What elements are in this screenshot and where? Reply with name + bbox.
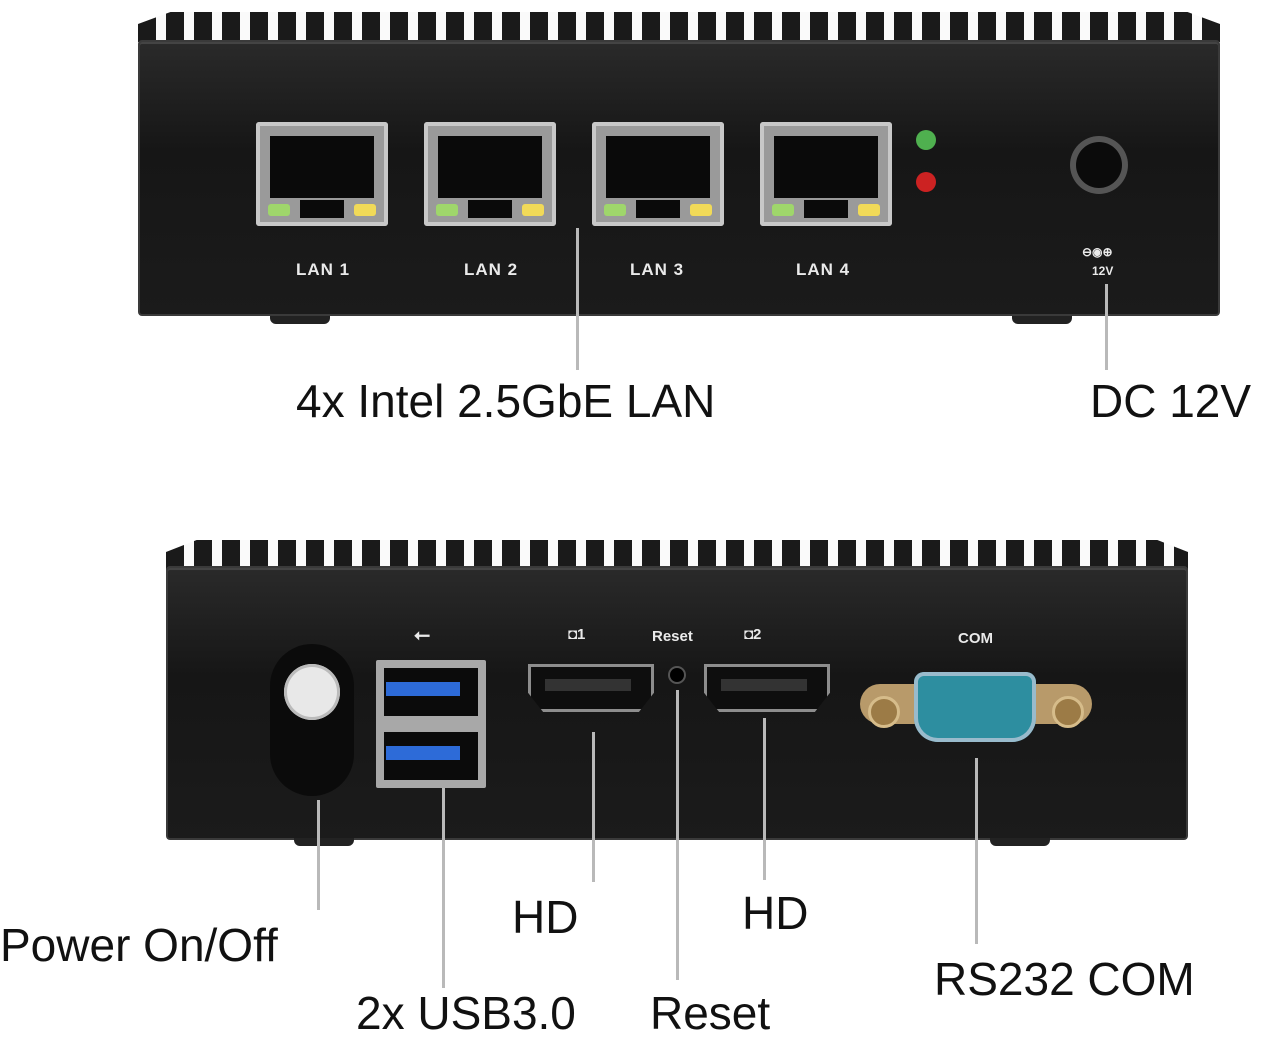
screw <box>1052 696 1084 728</box>
lan-3-label: LAN 3 <box>630 260 685 279</box>
dc-callout-line <box>1105 284 1108 370</box>
lan-2-label: LAN 2 <box>464 260 519 279</box>
reset-callout-line <box>676 690 679 980</box>
lan-callout-line <box>576 228 579 370</box>
foot <box>270 316 330 324</box>
dc-jack <box>1070 136 1128 194</box>
hdmi-port-2 <box>704 664 830 712</box>
usb-port-stack <box>376 660 486 788</box>
heatsink-fins <box>138 12 1220 42</box>
power-callout-line <box>317 800 320 910</box>
heatsink-fins <box>166 540 1188 570</box>
hd-2-callout: HD <box>742 887 809 939</box>
lan-port-1 <box>256 122 388 226</box>
lan-callout: 4x Intel 2.5GbE LAN <box>296 375 716 427</box>
lan-port-3 <box>592 122 724 226</box>
reset-label: Reset <box>652 628 693 645</box>
foot <box>294 838 354 846</box>
com-label: COM <box>958 630 993 647</box>
com-callout-line <box>975 758 978 944</box>
hd-2-callout-line <box>763 718 766 880</box>
dc-callout: DC 12V <box>1090 375 1252 427</box>
reset-pinhole[interactable] <box>670 668 684 682</box>
lan-4-label: LAN 4 <box>796 260 851 279</box>
power-button[interactable] <box>284 664 340 720</box>
foot <box>1012 316 1072 324</box>
reset-callout: Reset <box>650 987 771 1039</box>
lan-port-4 <box>760 122 892 226</box>
status-led-green <box>916 130 936 150</box>
hd-2-icon: ◘2 <box>744 626 762 643</box>
dc-symbol-icon: ⊖◉⊕ <box>1082 245 1113 259</box>
power-callout: Power On/Off <box>0 919 278 971</box>
power-button-housing <box>270 644 354 796</box>
lan-port-2 <box>424 122 556 226</box>
screw <box>868 696 900 728</box>
hdmi-port-1 <box>528 664 654 712</box>
usb-callout: 2x USB3.0 <box>356 987 576 1039</box>
hd-1-callout-line <box>592 732 595 882</box>
hd-1-callout: HD <box>512 891 579 943</box>
lan-1-label: LAN 1 <box>296 260 351 279</box>
top-device: LAN 1 LAN 2 LAN 3 LAN 4 ⊖◉⊕ 12V <box>138 0 1220 330</box>
usb-icon: ⭠ <box>414 624 430 646</box>
usb-callout-line <box>442 788 445 988</box>
status-led-red <box>916 172 936 192</box>
com-callout: RS232 COM <box>934 953 1195 1005</box>
foot <box>990 838 1050 846</box>
hd-1-icon: ◘1 <box>568 626 586 643</box>
dc-12v-label: 12V <box>1092 264 1114 278</box>
